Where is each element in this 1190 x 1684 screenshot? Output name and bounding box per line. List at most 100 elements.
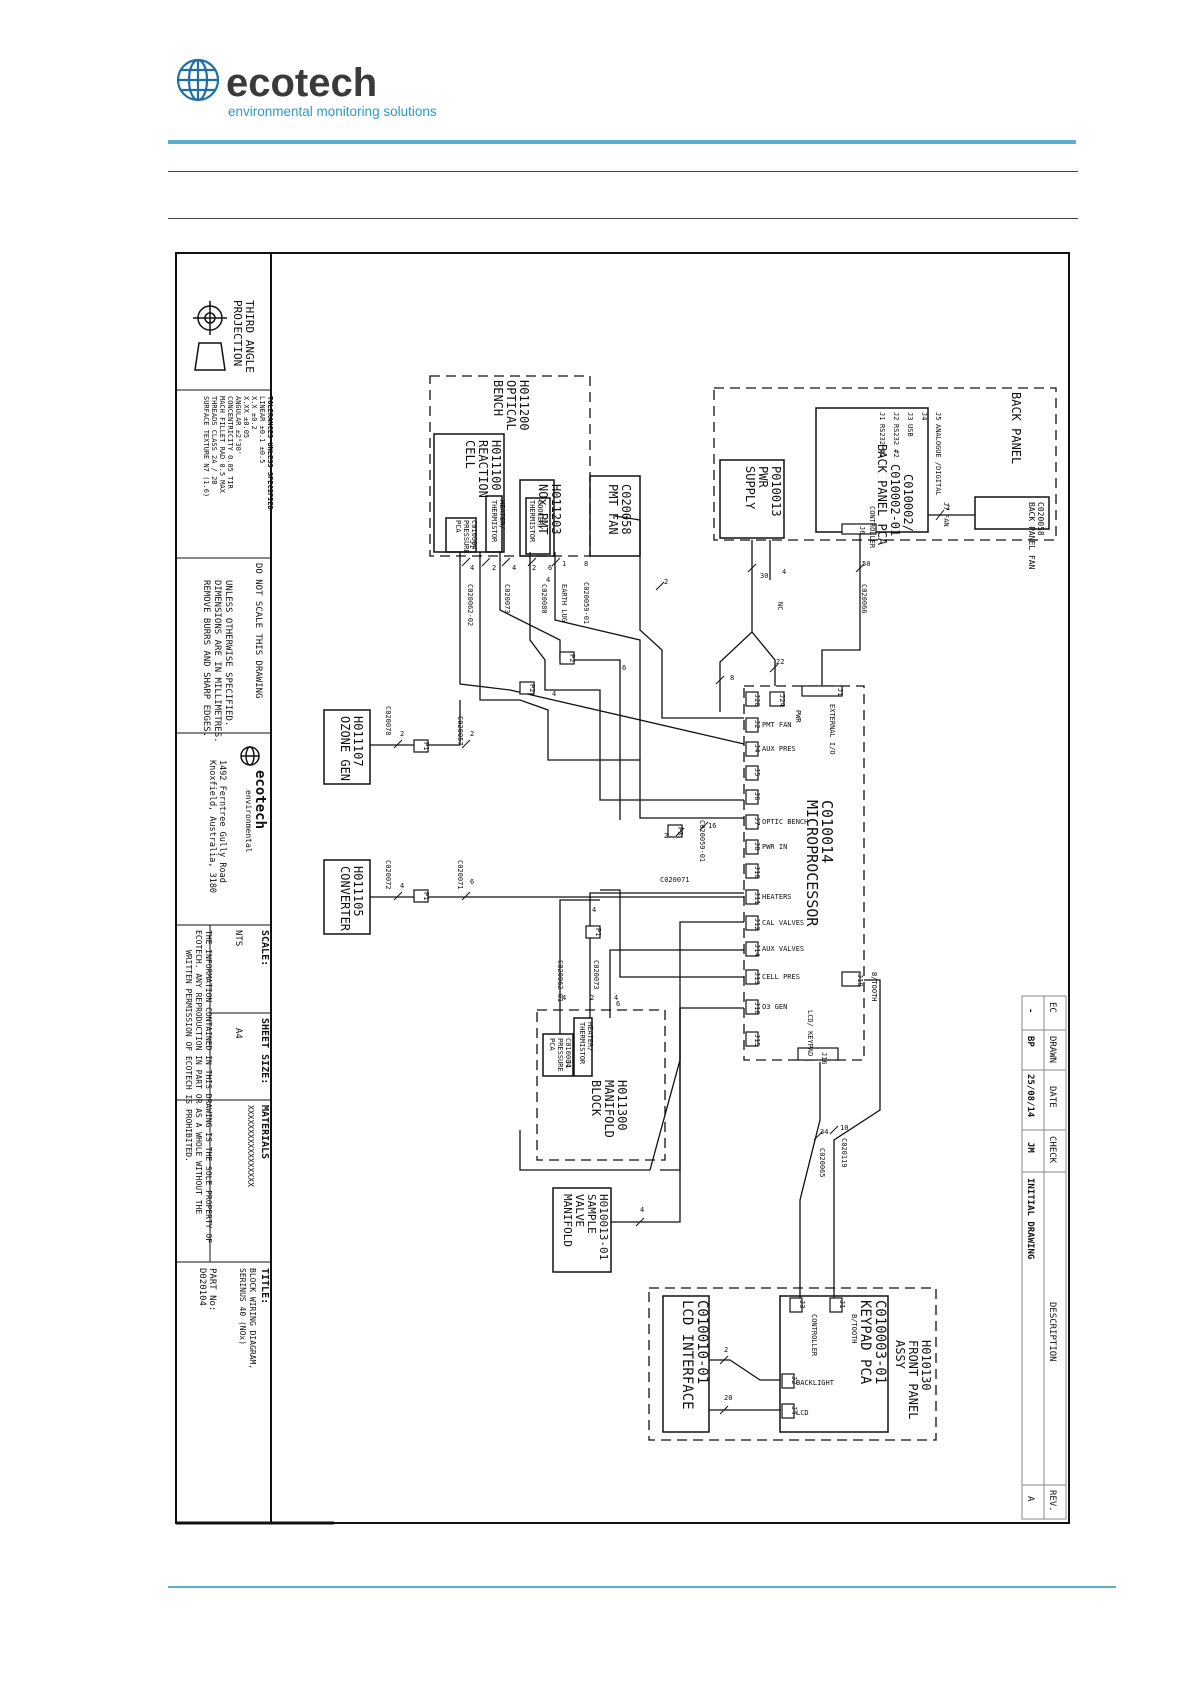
dimensions-note: DIMENSIONS ARE IN MILLIMETRES. <box>212 580 222 743</box>
do-not-scale-note: DO NOT SCALE THIS DRAWING <box>253 563 263 698</box>
ozone-gen-box <box>323 709 371 785</box>
connector-j6 <box>745 789 759 805</box>
lcd-interface-label: LCD INTERFACE <box>679 1300 695 1410</box>
reaction-cell-label: H011100 <box>489 440 503 491</box>
sheet-size-value: A4 <box>233 1028 243 1039</box>
keypad-pca-label: C010003-01 <box>872 1300 888 1384</box>
conn-label: J3 <box>798 1300 806 1308</box>
conn-label: FAN <box>942 514 950 527</box>
tolerance-line: MACH FILLET RAD 0.5 MAX <box>218 396 226 494</box>
cable-label: C020065 <box>818 1148 826 1178</box>
wire-count: 4 <box>782 568 786 576</box>
sample-valve-label: SAMPLE <box>585 1194 598 1234</box>
company-address: 1492 Ferntree Gully Road <box>217 760 227 883</box>
connector-plug <box>585 925 601 939</box>
plug-label: P1 <box>422 742 430 750</box>
rev-header: EC <box>1047 1002 1057 1013</box>
property-note: WRITTEN PERMISSION OF ECOTECH IS PROHIBI… <box>184 950 193 1162</box>
connector-j13 <box>745 969 759 985</box>
wiring-harness <box>370 514 975 1411</box>
manifold-block-label: MANIFOLD <box>602 1080 616 1138</box>
wire-count: 2 <box>590 994 594 1002</box>
tolerance-line: X.X ±0.2 <box>250 396 258 430</box>
property-note: ECOTECH. ANY REPRODUCTION IN PART OR AS … <box>194 930 203 1214</box>
conn-label: B/TOOTH <box>870 972 878 1002</box>
plug-label: P2 <box>528 684 536 692</box>
scale-label: SCALE: <box>259 930 270 966</box>
sample-valve-label: H010013-01 <box>597 1194 610 1260</box>
wire-count: 6 <box>470 878 474 886</box>
wire-count: 30 <box>760 572 768 580</box>
lcd-interface-box <box>662 1295 710 1433</box>
nox-pmt-label: NOx PMT <box>536 484 550 535</box>
rev-cell: 25/08/14 <box>1025 1074 1035 1118</box>
company-logo-small <box>240 746 260 766</box>
conn-label: J19 <box>856 974 864 987</box>
conn-label: J5 <box>934 412 942 420</box>
reaction-cell-label: REACTION <box>476 440 490 498</box>
tolerance-line: ANGULAR ±2°30' <box>234 396 242 455</box>
pressure-pca-label: C010004 <box>470 520 478 550</box>
back-panel-fan-label: BACK PANEL FAN <box>1027 502 1036 570</box>
dimensions-note: REMOVE BURRS AND SHARP EDGES. <box>201 580 211 737</box>
optical-bench-assembly <box>429 375 591 557</box>
pressure-pca-box-b <box>542 1033 574 1077</box>
manifold-block-label: H011300 <box>615 1080 629 1131</box>
tolerance-line: LINEAR ±0.1 ±0.5 <box>258 396 266 463</box>
property-note: THE INFORMATION CONTAINED IN THIS DRAWIN… <box>204 930 213 1243</box>
manifold-block-assembly <box>536 1009 666 1161</box>
plug-label: P1 <box>422 892 430 900</box>
title-block: THIRD ANGLE PROJECTION TOLERANCES UNLESS… <box>176 300 274 1369</box>
part-label: PART No: <box>207 1268 217 1311</box>
conn-label: J3 <box>906 412 914 420</box>
third-angle-projection-icon <box>193 301 227 371</box>
connector-j18 <box>745 999 759 1015</box>
connector-j10 <box>745 863 759 879</box>
pwr-supply-label: SUPPLY <box>743 466 757 510</box>
sample-valve-label: MANIFOLD <box>561 1194 574 1247</box>
connector-back-j6 <box>841 523 877 535</box>
microprocessor-label: MICROPROCESSOR <box>803 800 821 927</box>
cable-label: C020073 <box>592 960 600 990</box>
converter-label: CONVERTER <box>338 866 352 932</box>
rev-cell: INITIAL DRAWING <box>1025 1178 1035 1259</box>
back-panel-fan-box <box>974 496 1050 530</box>
conn-label: J1 <box>836 688 844 696</box>
conn-label: CONTROLLER <box>868 506 876 549</box>
reaction-cell-label: CELL <box>463 440 477 469</box>
tolerance-line: X.XX ±0.05 <box>242 396 250 438</box>
materials-value: XXXXXXXXXXXXXXXXX <box>246 1105 255 1187</box>
conn-label: J2 <box>753 720 761 728</box>
conn-label: J7 <box>942 502 950 510</box>
conn-label: B/TOOTH <box>850 1314 858 1344</box>
conn-label: OPTIC BENCH <box>762 818 808 826</box>
wire-count: 4 <box>614 994 618 1002</box>
connector-j20 <box>745 691 759 707</box>
conn-label: PWR IN <box>762 843 787 851</box>
conn-label: J1 <box>878 412 886 420</box>
ozone-gen-label: H011107 <box>351 716 365 767</box>
conn-label: J13 <box>753 972 761 985</box>
wire-count: 4 <box>592 906 596 914</box>
wire-count: 4 <box>512 564 516 572</box>
conn-label: J20 <box>753 694 761 707</box>
back-panel-pca-label: C010002-01 <box>888 464 902 536</box>
conn-label: J15 <box>753 1034 761 1047</box>
rev-header: DATE <box>1047 1086 1057 1108</box>
cable-label: C020071 <box>660 876 690 884</box>
materials-label: MATERIALS <box>259 1105 270 1159</box>
wire-count: 2 <box>664 578 668 586</box>
front-panel-assembly <box>648 1287 937 1441</box>
ozone-gen-label: OZONE GEN <box>338 716 352 781</box>
connector-plug <box>413 739 429 753</box>
keypad-pca-label: KEYPAD PCA <box>857 1300 873 1385</box>
cable-label: C020119 <box>840 1138 848 1168</box>
pmt-fan-label: PMT FAN <box>606 484 620 535</box>
conn-label: J10 <box>753 866 761 879</box>
company-name: ecotech <box>252 770 268 829</box>
connector-j7 <box>745 814 759 830</box>
back-panel-assembly <box>713 387 1057 541</box>
connector-j15 <box>745 1031 759 1047</box>
optical-bench-label: OPTICAL <box>504 380 518 431</box>
